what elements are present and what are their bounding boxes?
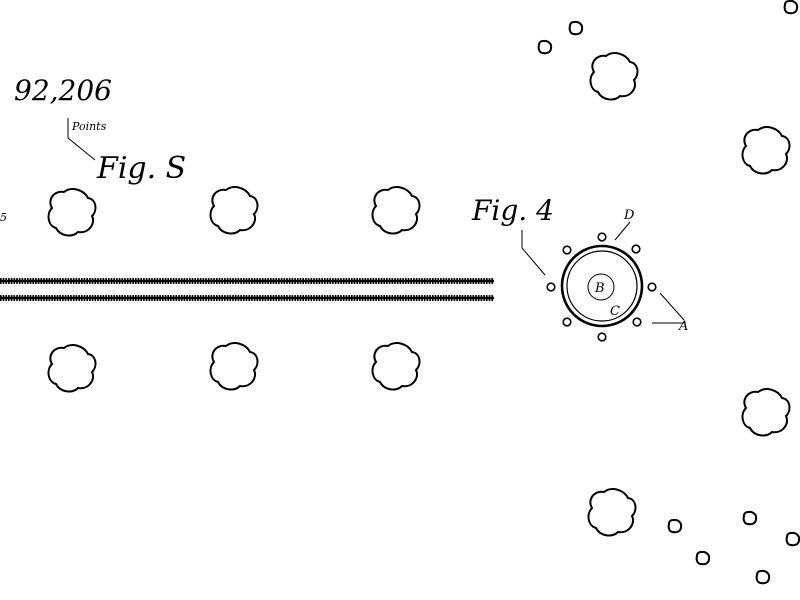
score-unit-label: Points [71, 120, 107, 133]
orbit-dot [562, 317, 572, 327]
blob-obstacle [587, 488, 637, 537]
blob-obstacle [741, 388, 791, 437]
pebble [667, 518, 683, 534]
orbit-dot [562, 245, 572, 255]
player-outer-ring[interactable] [560, 244, 644, 328]
orbit-dots [546, 232, 657, 342]
blob-obstacle [371, 342, 421, 391]
orbit-dot [647, 282, 657, 292]
player-core[interactable] [587, 273, 615, 301]
score-leader-line [67, 118, 96, 161]
figure4-leader-line [521, 230, 546, 276]
score-figure-label: Fig. S [96, 151, 186, 186]
figure4-title: Fig. 4 [471, 194, 554, 227]
pebble [695, 550, 711, 566]
blob-obstacle [47, 344, 97, 393]
pebble [783, 0, 799, 15]
label-b: B [594, 281, 605, 296]
orbit-dot [597, 332, 607, 342]
pebble [742, 510, 758, 526]
orbit-dot [631, 244, 641, 254]
player-inner-ring [566, 250, 638, 322]
blob-obstacle [741, 126, 791, 175]
label-d: D [623, 208, 635, 223]
label-a: A [678, 319, 688, 334]
blob-obstacle [47, 188, 97, 237]
label-c: C [610, 304, 620, 319]
blob-obstacle [589, 52, 639, 101]
figure4-assembly: Fig. 4 B D C A [471, 194, 688, 342]
blob-obstacle [209, 342, 259, 391]
edge-marker-label: 5 [0, 211, 7, 224]
score-value: 92,206 [14, 74, 112, 107]
blob-obstacle [209, 186, 259, 235]
pebble [785, 531, 800, 547]
blob-obstacle [371, 186, 421, 235]
orbit-dot [597, 232, 607, 242]
pebble [568, 20, 584, 36]
orbit-dot [632, 317, 642, 327]
pebble [755, 569, 771, 585]
pebble [537, 39, 553, 55]
label-d-leader [614, 221, 631, 241]
label-a-leader-upper [659, 292, 685, 321]
track [0, 278, 494, 301]
orbit-dot [546, 282, 556, 292]
